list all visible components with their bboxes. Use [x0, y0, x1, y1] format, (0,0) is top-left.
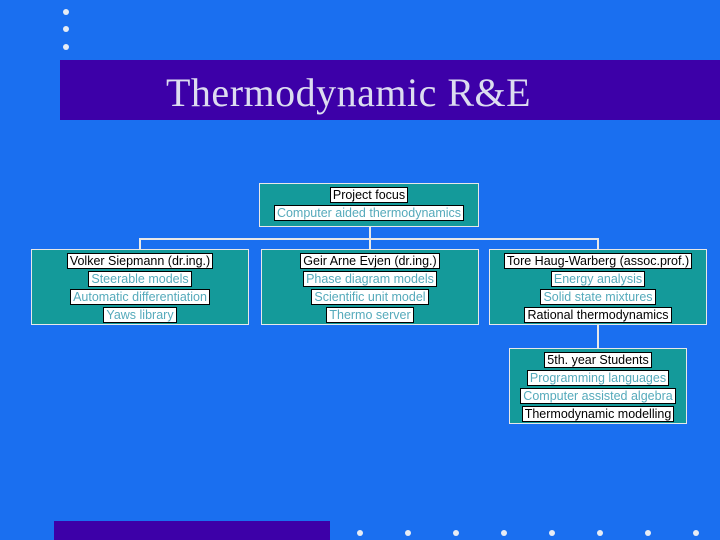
connector	[139, 238, 599, 240]
students-node: 5th. year Students Programming languages…	[509, 348, 687, 424]
students-topic: Computer assisted algebra	[520, 388, 676, 404]
project-focus-subtitle: Computer aided thermodynamics	[273, 205, 465, 221]
member-topic: Energy analysis	[550, 271, 646, 287]
decorative-dot	[645, 530, 651, 536]
member-topic: Rational thermodynamics	[524, 307, 672, 323]
member-node-haug-warberg: Tore Haug-Warberg (assoc.prof.) Energy a…	[489, 249, 707, 325]
project-focus-heading: Project focus	[329, 187, 409, 203]
decorative-dot	[357, 530, 363, 536]
member-topic: Phase diagram models	[303, 271, 437, 287]
member-topic: Steerable models	[88, 271, 192, 287]
member-name: Geir Arne Evjen (dr.ing.)	[300, 253, 440, 269]
title-bar: Thermodynamic R&E	[60, 60, 720, 120]
member-name: Tore Haug-Warberg (assoc.prof.)	[503, 253, 693, 269]
students-topic: Programming languages	[526, 370, 670, 386]
member-name: Volker Siepmann (dr.ing.)	[66, 253, 214, 269]
member-node-siepmann: Volker Siepmann (dr.ing.) Steerable mode…	[31, 249, 249, 325]
bottom-bar	[54, 521, 330, 540]
students-heading: 5th. year Students	[544, 352, 652, 368]
member-node-evjen: Geir Arne Evjen (dr.ing.) Phase diagram …	[261, 249, 479, 325]
decorative-dot	[597, 530, 603, 536]
decorative-dot	[405, 530, 411, 536]
decorative-dot	[63, 26, 69, 32]
decorative-dot	[63, 44, 69, 50]
students-topic: Thermodynamic modelling	[521, 406, 675, 422]
decorative-dot	[693, 530, 699, 536]
member-topic: Automatic differentiation	[70, 289, 210, 305]
connector	[597, 238, 599, 249]
slide-title: Thermodynamic R&E	[166, 70, 532, 115]
member-topic: Scientific unit model	[311, 289, 429, 305]
decorative-dot	[453, 530, 459, 536]
member-topic: Yaws library	[103, 307, 177, 323]
decorative-dot	[501, 530, 507, 536]
member-topic: Thermo server	[326, 307, 414, 323]
decorative-dot	[63, 9, 69, 15]
project-focus-node: Project focus Computer aided thermodynam…	[259, 183, 479, 227]
connector	[139, 238, 141, 249]
connector	[597, 325, 599, 348]
member-topic: Solid state mixtures	[540, 289, 656, 305]
decorative-dot	[549, 530, 555, 536]
